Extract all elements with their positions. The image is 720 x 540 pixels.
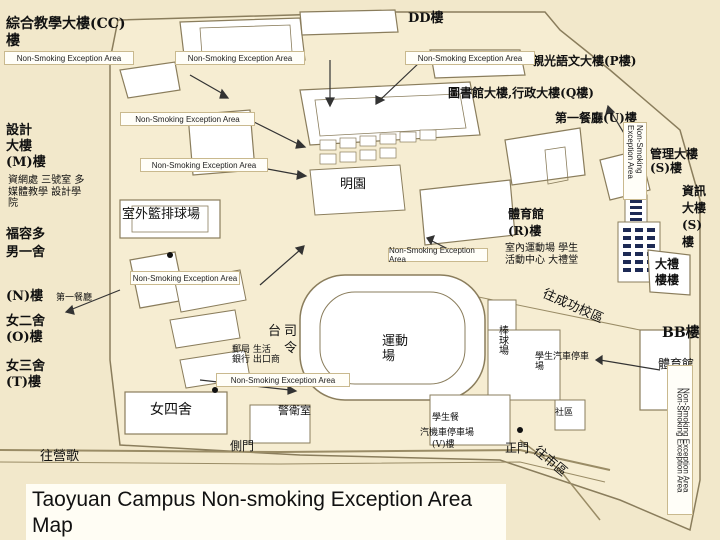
label-bb-building: BB樓 xyxy=(662,325,700,341)
label-bank-post: 郵局 生活 銀行 出口商 xyxy=(232,345,280,366)
label-r-building-2: (R)樓 xyxy=(508,224,542,238)
label-dd-building: DD樓 xyxy=(408,11,444,26)
label-vehicle-parking: 汽機車停車場 xyxy=(420,428,475,438)
exception-area-label-10: Non-Smoking Exception Area xyxy=(667,365,693,515)
label-student-parking: 學生汽車停車場 xyxy=(535,352,590,373)
label-road-left: 往營歌 xyxy=(40,449,80,464)
label-hq-1: 台 xyxy=(268,324,282,339)
label-n-dorm-2: 男一舍 xyxy=(6,245,46,260)
label-n-dorm-1: 福容多 xyxy=(6,227,46,242)
label-main-gate: 正門 xyxy=(505,441,530,455)
label-u-building: 第一餐廳(U)樓 xyxy=(555,111,637,125)
label-info-building-3: (S) xyxy=(682,218,703,232)
label-outdoor-court: 室外籃排球場 xyxy=(122,207,201,222)
label-t-dorm-1: 女三舍 xyxy=(6,359,46,374)
label-n-dorm-cafeteria: 第一餐廳 xyxy=(56,293,93,303)
label-m-building-2: 大樓 xyxy=(6,139,33,154)
label-guard-room: 警衛室 xyxy=(278,404,311,417)
label-n-dorm-3: (N)樓 xyxy=(6,289,44,304)
label-info-building-2: 大樓 xyxy=(682,201,707,215)
label-m-building-3: (M)樓 xyxy=(6,155,46,170)
exception-area-label-11: Non-Smoking Exception Area xyxy=(681,387,691,493)
label-cc-building: 綜合教學大樓(CC) xyxy=(6,16,126,32)
label-info-building-4: 樓 xyxy=(682,235,695,249)
label-baseball: 棒球場 xyxy=(496,325,508,355)
label-r-building-1: 體育館 xyxy=(508,207,545,221)
label-student-dining: 學生餐 xyxy=(432,413,460,423)
label-q-building: 圖書館大樓,行政大樓(Q樓) xyxy=(448,86,594,100)
exception-area-label-9: Non-Smoking Exception Area xyxy=(623,122,647,200)
label-big-hall-2: 樓樓 xyxy=(655,273,680,287)
exception-area-label-2: Non-Smoking Exception Area xyxy=(175,51,305,65)
label-t-dorm-2: (T)樓 xyxy=(6,375,41,390)
label-info-building-1: 資訊 xyxy=(682,184,707,198)
label-p-building: 親光語文大樓(P樓) xyxy=(532,54,637,68)
label-o-dorm-2: (O)樓 xyxy=(6,330,43,345)
label-m-building-departments: 資網處 三號室 多媒體教學 設計學院 xyxy=(8,175,85,209)
exception-area-label-5: Non-Smoking Exception Area xyxy=(140,158,268,172)
label-community: 社區 xyxy=(555,408,574,418)
map-title: Taoyuan Campus Non-smoking Exception Are… xyxy=(26,484,506,540)
label-m-building-1: 設計 xyxy=(6,123,33,138)
label-v-building: (V)樓 xyxy=(432,440,455,450)
exception-area-label-7: Non-Smoking Exception Area xyxy=(130,271,240,285)
label-women-dorm-4: 女四舍 xyxy=(150,402,192,418)
label-garden: 明園 xyxy=(340,177,367,192)
exception-area-label-1: Non-Smoking Exception Area xyxy=(4,51,134,65)
label-sports-field: 運動場 xyxy=(382,334,409,364)
label-r-building-facilities: 室內運動場 學生活動中心 大禮堂 xyxy=(505,243,579,266)
exception-area-label-8: Non-Smoking Exception Area xyxy=(216,373,350,387)
label-cc-building-suffix: 樓 xyxy=(6,33,20,49)
label-o-dorm-1: 女二舍 xyxy=(6,314,46,329)
exception-area-label-6: Non-Smoking Exception Area xyxy=(388,246,488,264)
label-big-hall-1: 大禮 xyxy=(655,257,680,271)
label-hq-2: 司 xyxy=(284,324,298,339)
exception-area-label-4: Non-Smoking Exception Area xyxy=(120,112,255,126)
exception-area-label-3: Non-Smoking Exception Area xyxy=(405,51,535,65)
label-hq-3: 令 xyxy=(284,341,298,356)
label-side-gate: 側門 xyxy=(230,439,255,453)
label-s-building: 管理大樓(S)樓 xyxy=(650,147,699,175)
